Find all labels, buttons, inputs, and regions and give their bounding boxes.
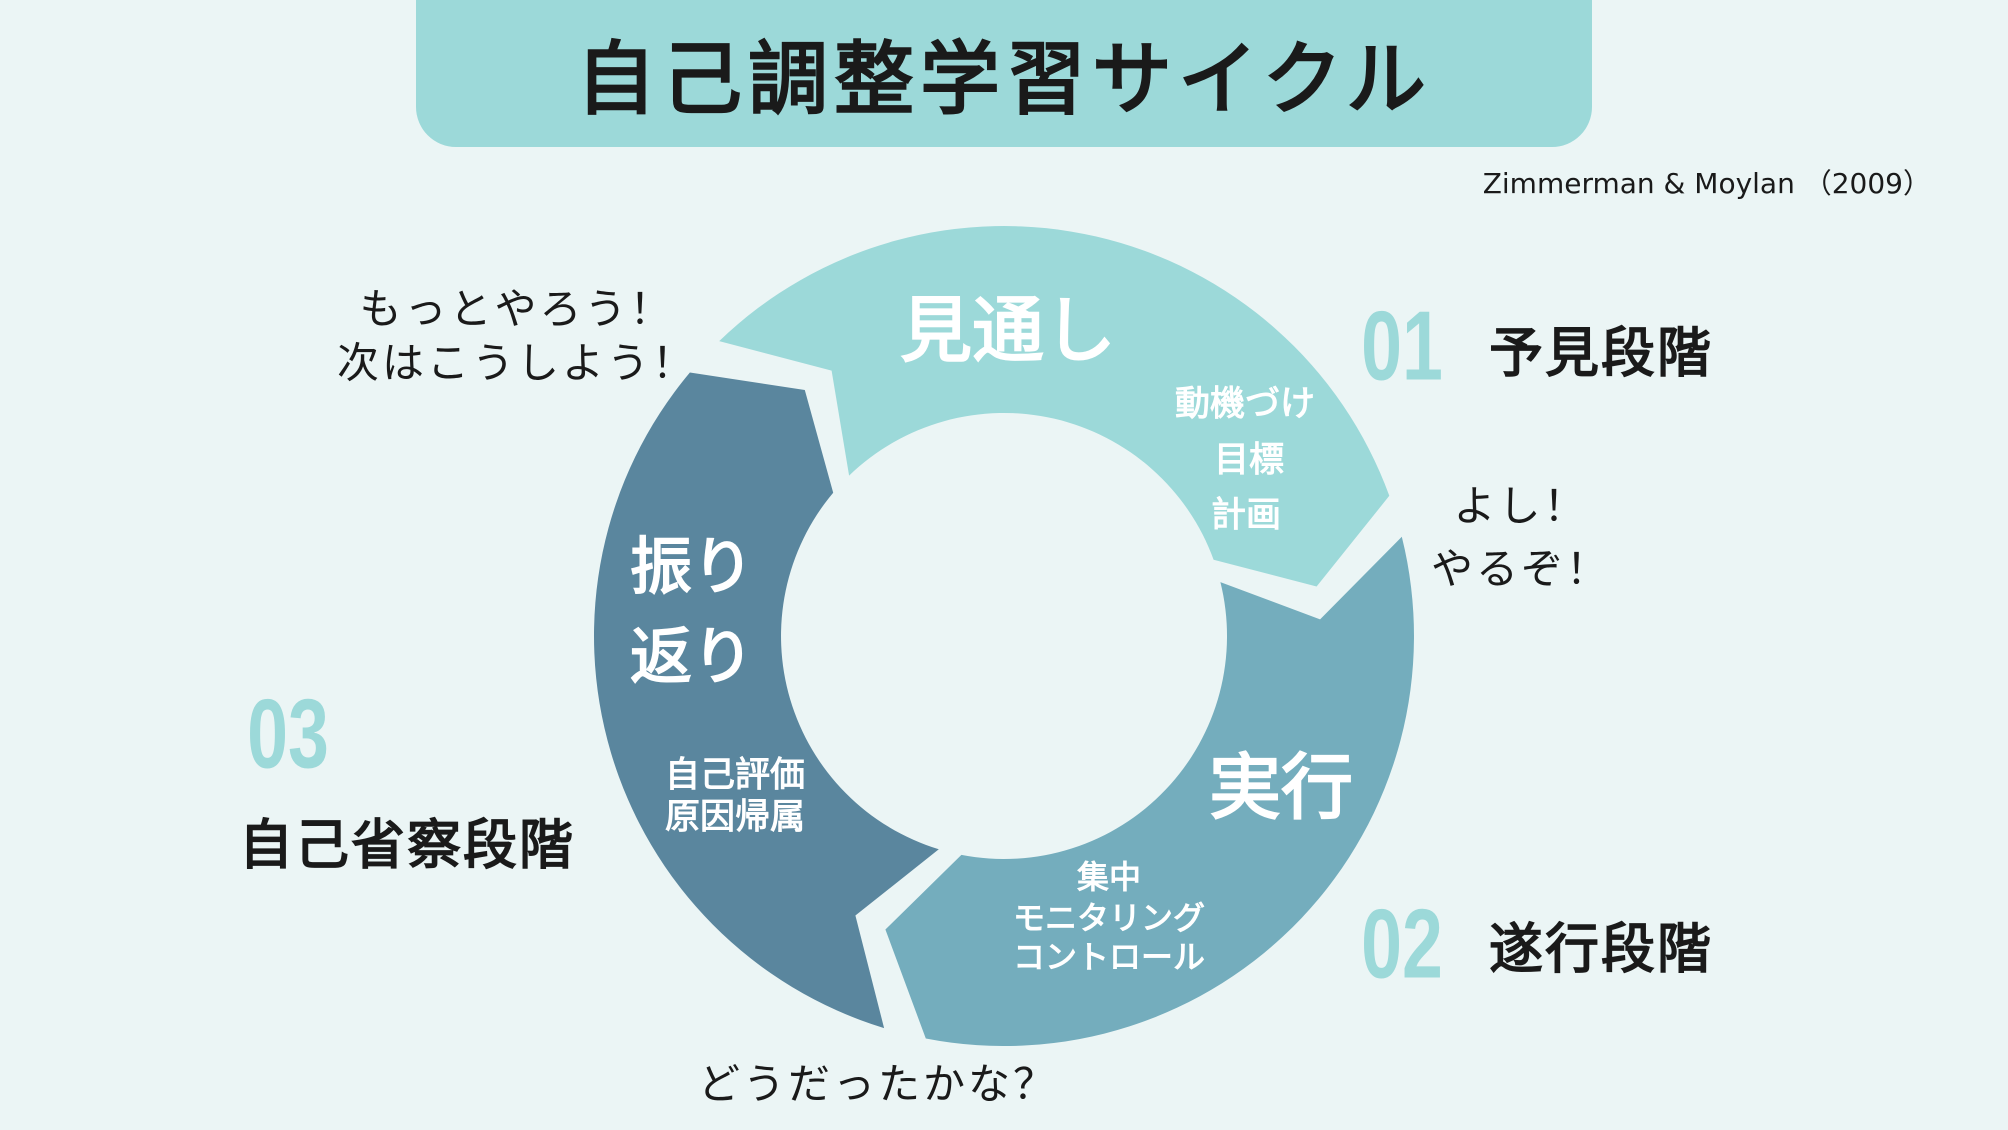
phase-number: 01 [1361,290,1443,401]
citation: Zimmerman & Moylan （2009） [1482,167,1931,200]
speech-text: やるぞ！ [1430,544,1612,594]
speech-text: 次はこうしよう！ [336,338,698,388]
speech-text: どうだったかな？ [697,1059,1059,1109]
performance-item: モニタリング [1012,899,1206,937]
page-title: 自己調整学習サイクル [576,33,1432,126]
reflection-label: 振り [629,530,755,603]
phase-name: 自己省察段階 [239,813,575,877]
phase-name: 予見段階 [1489,321,1713,385]
reflection-item: 自己評価 [664,755,806,796]
phase-number: 02 [1361,888,1443,999]
speech-text: よし！ [1453,481,1589,531]
performance-item: コントロール [1012,938,1206,976]
forethought-item: 動機づけ [1174,384,1316,425]
phase-number: 03 [247,678,329,789]
performance-item: 集中 [1076,858,1142,896]
performance-label: 実行 [1208,745,1354,830]
performance-segment [885,536,1414,1047]
forethought-label: 見通し [899,288,1117,373]
reflection-segment [593,372,939,1029]
forethought-item: 計画 [1210,495,1282,536]
forethought-item: 目標 [1213,440,1285,481]
title-banner [416,0,1592,147]
reflection-label: 返り [629,620,755,693]
forethought-segment [719,226,1390,587]
speech-text: もっとやろう！ [359,284,675,334]
reflection-item: 原因帰属 [664,797,806,838]
phase-name: 遂行段階 [1489,917,1713,981]
